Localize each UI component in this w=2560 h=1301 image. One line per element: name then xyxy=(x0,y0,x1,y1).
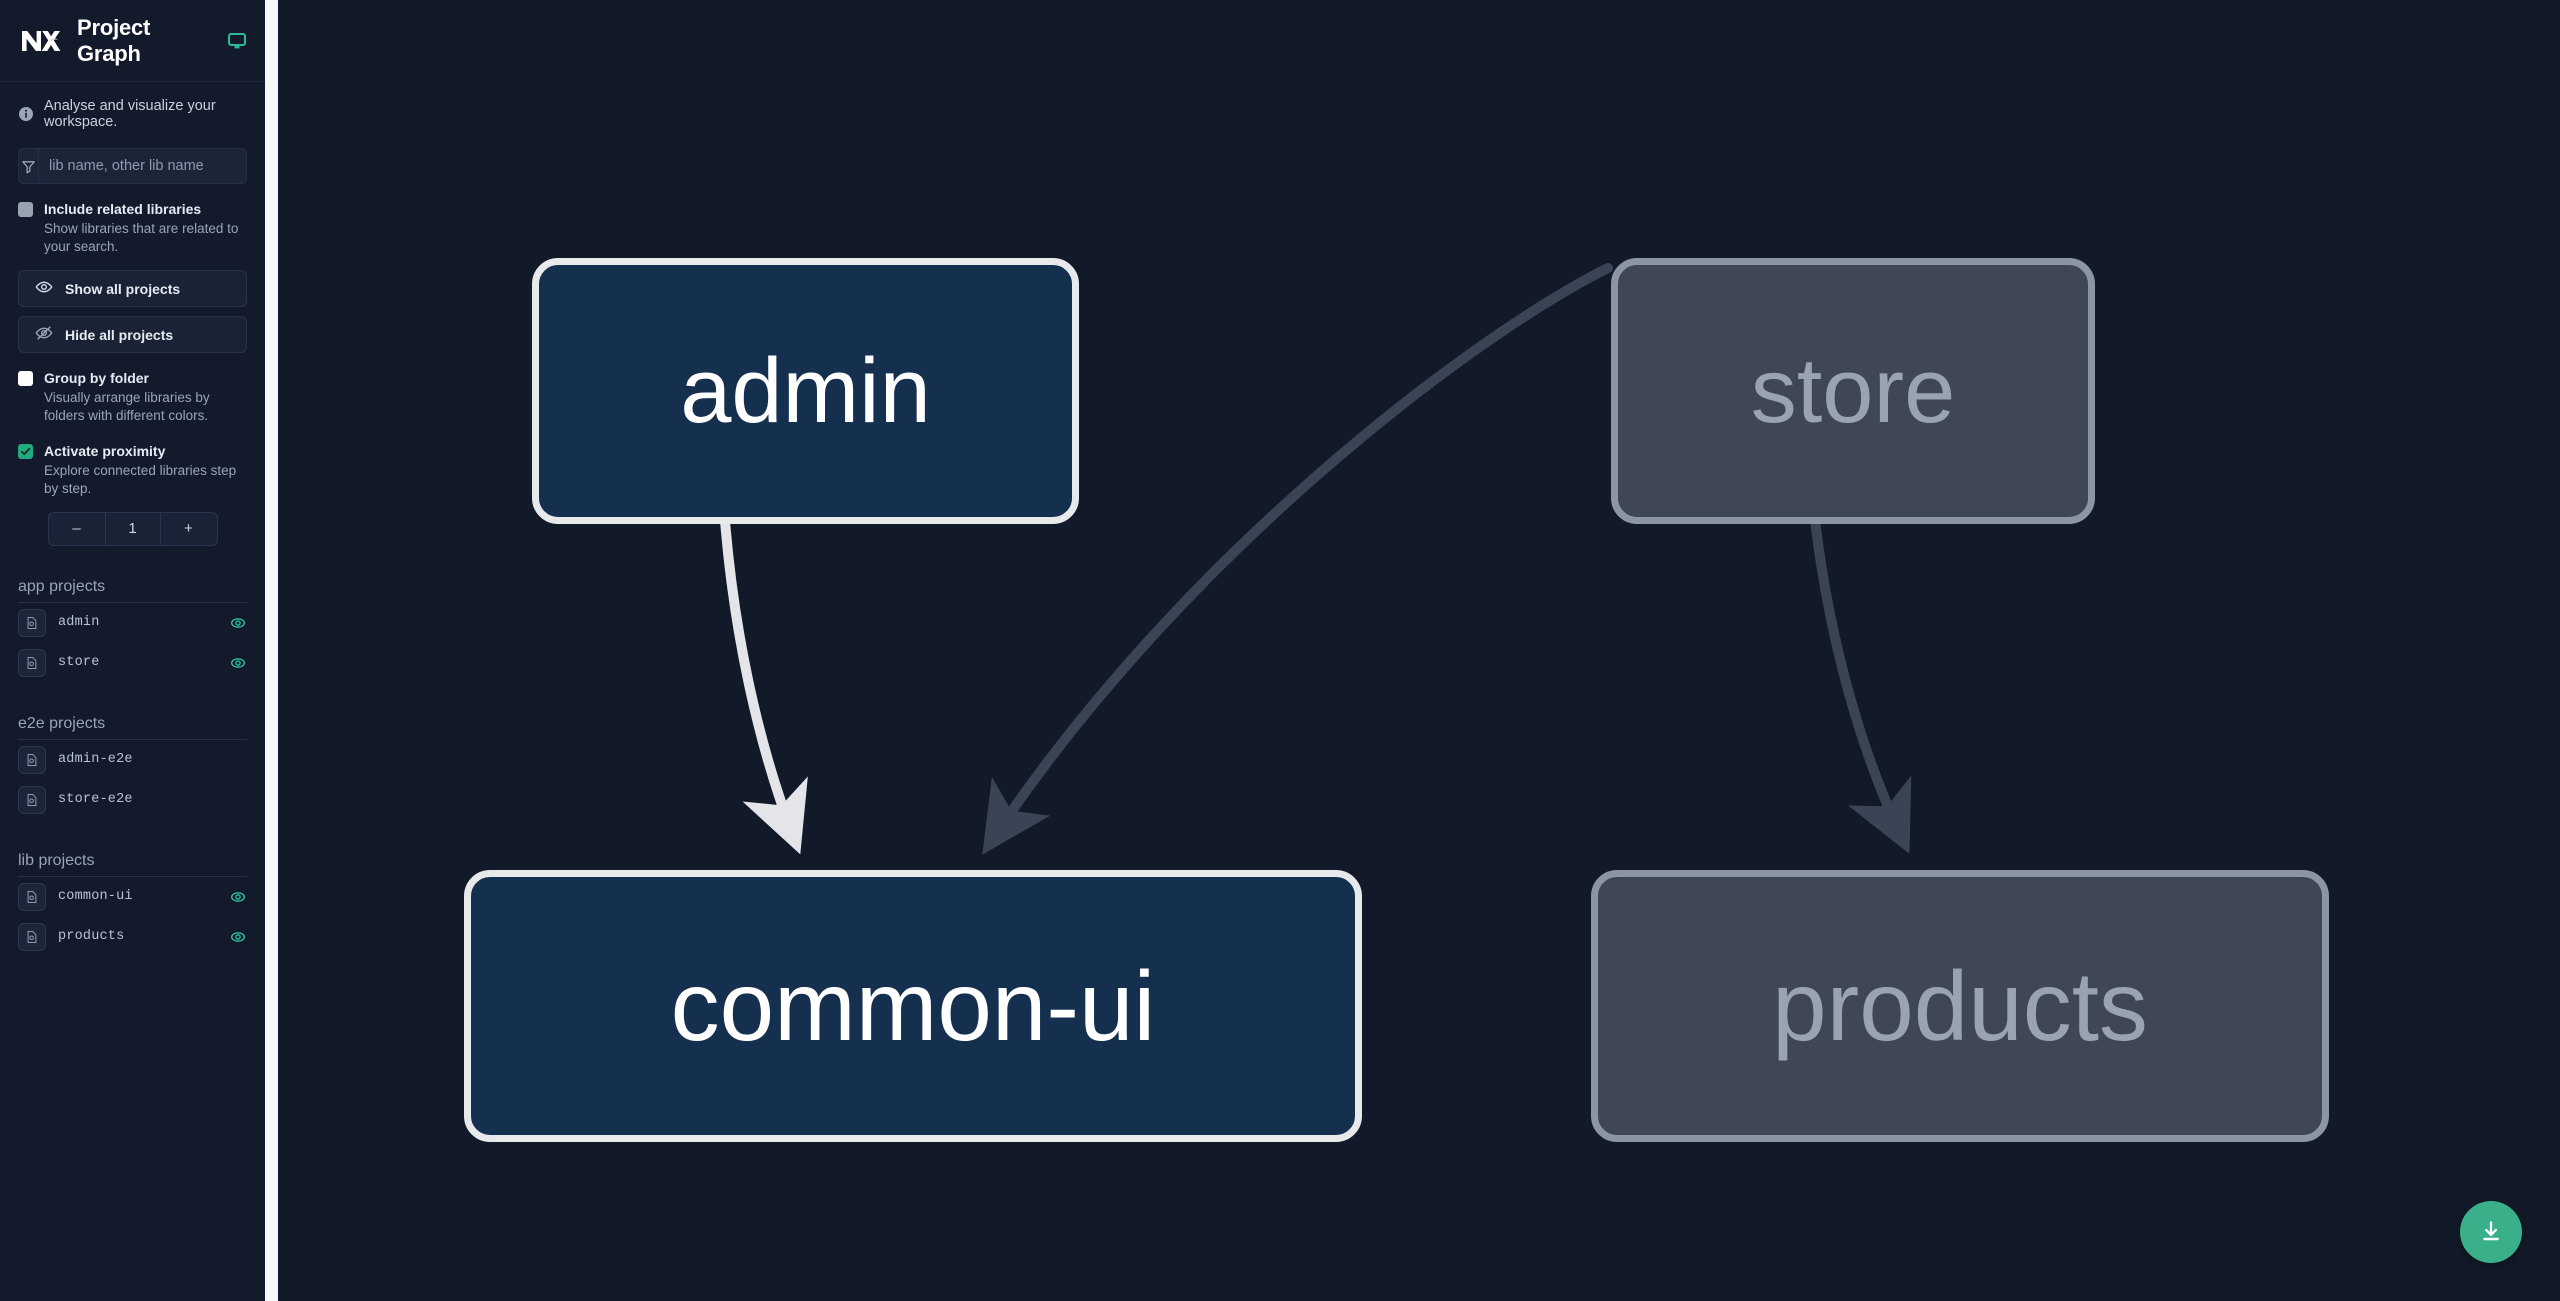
graph-node-admin[interactable]: admin xyxy=(532,258,1079,524)
sidebar-header: Project Graph xyxy=(0,0,265,82)
page-title: Project Graph xyxy=(77,14,151,66)
project-name: store-e2e xyxy=(58,792,133,808)
option-activate-proximity[interactable]: Activate proximity Explore connected lib… xyxy=(0,426,265,498)
group-heading: app projects xyxy=(18,578,247,603)
checkbox-group-by-folder[interactable] xyxy=(18,371,33,387)
checkbox-activate-proximity[interactable] xyxy=(18,443,33,459)
proximity-increment-button[interactable]: + xyxy=(184,520,193,538)
hide-all-projects-label: Hide all projects xyxy=(65,326,174,343)
sidebar-item-common-ui[interactable]: common-ui xyxy=(18,877,247,917)
option-include-related-libraries[interactable]: Include related libraries Show libraries… xyxy=(0,184,265,256)
proximity-decrement-button[interactable]: – xyxy=(72,520,81,538)
show-all-projects-label: Show all projects xyxy=(65,280,181,297)
sidebar-item-products[interactable]: products xyxy=(18,917,247,957)
project-name: products xyxy=(58,929,125,945)
graph-canvas[interactable]: admin store common-ui products xyxy=(278,0,2560,1301)
eye-icon xyxy=(35,278,53,299)
download-icon xyxy=(2478,1218,2504,1247)
project-file-icon xyxy=(18,608,46,637)
project-name: common-ui xyxy=(58,889,133,905)
graph-node-store[interactable]: store xyxy=(1611,258,2095,524)
eye-off-icon xyxy=(35,324,53,345)
project-file-icon xyxy=(18,648,46,677)
sidebar: Project Graph Analyse and xyxy=(0,0,265,1301)
eye-icon[interactable] xyxy=(229,654,247,672)
group-e2e-projects: e2e projects admin-e2e xyxy=(0,715,265,820)
graph-node-common-ui[interactable]: common-ui xyxy=(464,870,1362,1142)
eye-icon[interactable] xyxy=(229,614,247,632)
search-container xyxy=(0,144,265,184)
group-heading: e2e projects xyxy=(18,715,247,740)
hide-all-projects-button[interactable]: Hide all projects xyxy=(18,316,247,354)
project-name: admin xyxy=(58,615,100,631)
sidebar-resize-handle[interactable] xyxy=(265,0,278,1301)
group-heading: lib projects xyxy=(18,852,247,877)
sidebar-item-admin-e2e[interactable]: admin-e2e xyxy=(18,740,247,780)
project-file-icon xyxy=(18,922,46,951)
project-name: admin-e2e xyxy=(58,752,133,768)
graph-node-label: admin xyxy=(680,340,931,442)
group-app-projects: app projects admin xyxy=(0,578,265,683)
sidebar-scroll-area[interactable]: Project Graph Analyse and xyxy=(0,0,265,1301)
monitor-icon[interactable] xyxy=(227,31,247,51)
option-title: Include related libraries xyxy=(44,201,202,217)
info-icon xyxy=(18,106,34,122)
nx-logo xyxy=(18,21,62,61)
sidebar-item-store-e2e[interactable]: store-e2e xyxy=(18,780,247,820)
search-box[interactable] xyxy=(18,148,247,184)
group-lib-projects: lib projects common-ui xyxy=(0,852,265,957)
sidebar-item-admin[interactable]: admin xyxy=(18,603,247,643)
eye-icon[interactable] xyxy=(229,888,247,906)
project-name: store xyxy=(58,655,100,671)
option-description: Explore connected libraries step by step… xyxy=(44,462,237,496)
project-file-icon xyxy=(18,745,46,774)
tagline: Analyse and visualize your workspace. xyxy=(0,82,265,144)
download-graph-button[interactable] xyxy=(2460,1201,2522,1263)
project-file-icon xyxy=(18,882,46,911)
visibility-buttons: Show all projects Hide all projects xyxy=(0,256,265,354)
option-description: Show libraries that are related to your … xyxy=(44,220,239,255)
proximity-stepper: – 1 + xyxy=(47,511,218,546)
sidebar-item-store[interactable]: store xyxy=(18,643,247,683)
proximity-value: 1 xyxy=(104,512,161,545)
tagline-text: Analyse and visualize your workspace. xyxy=(44,98,216,130)
show-all-projects-button[interactable]: Show all projects xyxy=(18,270,247,308)
filter-funnel-icon[interactable] xyxy=(19,149,39,183)
graph-node-label: store xyxy=(1750,340,1956,442)
option-group-by-folder[interactable]: Group by folder Visually arrange librari… xyxy=(0,353,265,425)
option-title: Activate proximity xyxy=(44,442,166,459)
option-description: Visually arrange libraries by folders wi… xyxy=(44,390,210,424)
graph-node-products[interactable]: products xyxy=(1591,870,2329,1142)
search-input[interactable] xyxy=(39,149,246,183)
option-title: Group by folder xyxy=(44,370,149,387)
project-file-icon xyxy=(18,785,46,814)
proximity-stepper-container: – 1 + xyxy=(0,498,265,546)
eye-icon[interactable] xyxy=(229,928,247,946)
graph-node-label: products xyxy=(1772,951,2148,1061)
checkbox-include-related-libraries[interactable] xyxy=(18,202,33,217)
graph-node-label: common-ui xyxy=(670,951,1156,1061)
edge-store-to-common-ui[interactable] xyxy=(982,263,1613,855)
